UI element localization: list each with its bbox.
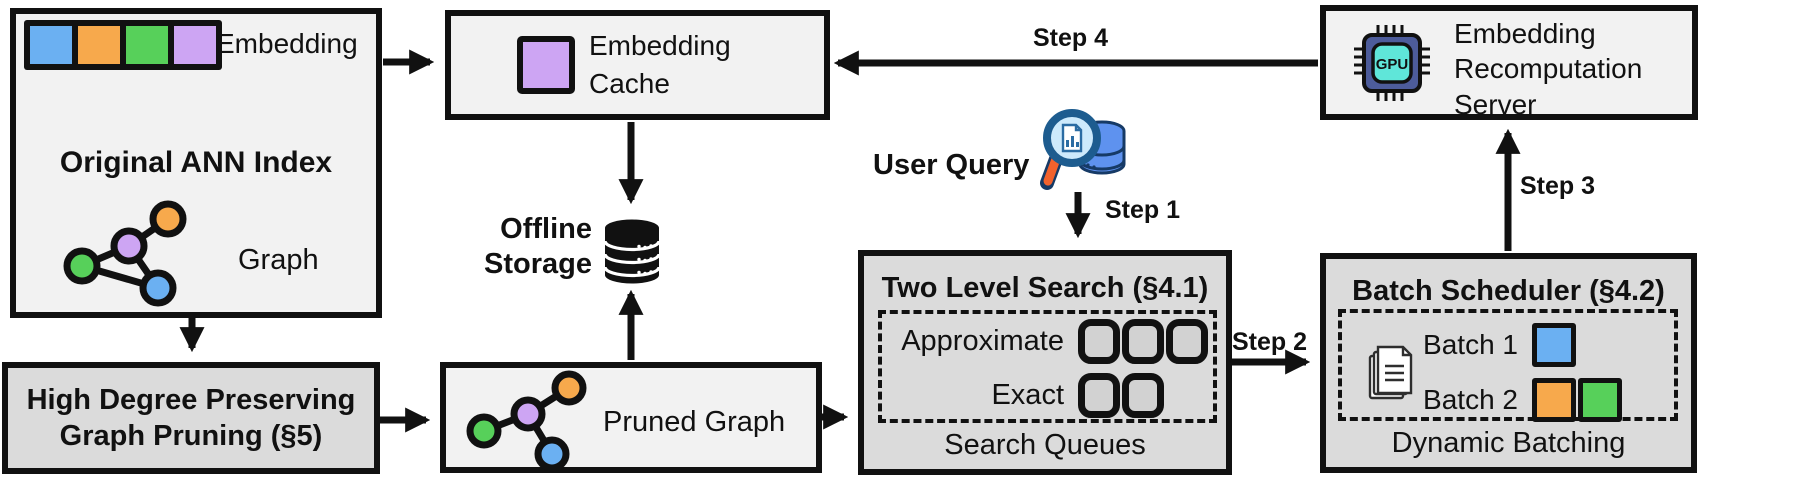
- cached-embedding-square: [517, 36, 575, 94]
- queue-slot: [1078, 373, 1120, 418]
- batch2-label: Batch 2: [1423, 384, 1518, 415]
- embedding-cache-line1: Embedding: [589, 30, 731, 61]
- recomputation-server-title: Embedding Recomputation Server: [1454, 16, 1642, 122]
- original-ann-index-box: Embedding Original ANN Index Graph: [10, 8, 382, 318]
- queue-slot: [1122, 373, 1164, 418]
- two-level-search-box: Two Level Search (§4.1) Approximate Exac…: [858, 250, 1232, 475]
- batch-scheduler-box: Batch Scheduler (§4.2) Batc: [1320, 253, 1697, 473]
- pruned-graph-box: Pruned Graph: [440, 362, 822, 473]
- user-query-label: User Query: [873, 149, 1030, 181]
- dynamic-batching-panel: Batch 1 Batch 2: [1338, 309, 1678, 422]
- pruned-graph-label: Pruned Graph: [603, 406, 786, 438]
- queue-slot: [1166, 319, 1208, 364]
- embedding-label: Embedding: [216, 28, 358, 59]
- embedding-cell-orange: [78, 26, 120, 64]
- batch1-blue-square: [1532, 323, 1576, 367]
- dynamic-batching-caption: Dynamic Batching: [1391, 426, 1626, 459]
- original-ann-index-title: Original ANN Index: [59, 146, 333, 179]
- two-level-search-title: Two Level Search (§4.1): [881, 272, 1209, 304]
- embedding-vector-strip: [24, 20, 222, 70]
- offline-storage-line2: Storage: [484, 247, 592, 280]
- search-queues-panel: Approximate Exact: [878, 310, 1217, 423]
- gpu-chip-icon: GPU: [1354, 25, 1430, 101]
- documents-stack-icon: [1368, 345, 1413, 399]
- batch1-squares: [1532, 323, 1674, 367]
- batch-scheduler-title: Batch Scheduler (§4.2): [1352, 275, 1665, 307]
- high-degree-pruning-line2: Graph Pruning (§5): [59, 420, 323, 452]
- high-degree-pruning-line1: High Degree Preserving: [26, 383, 356, 416]
- high-degree-pruning-box: High Degree Preserving Graph Pruning (§5…: [2, 362, 380, 474]
- step3-label: Step 3: [1520, 172, 1596, 200]
- queue-slot: [1078, 319, 1120, 364]
- search-queues-caption: Search Queues: [944, 428, 1146, 461]
- recomputation-server-box: GPU Embedding Recomputation Server: [1320, 5, 1698, 120]
- pruned-graph-icon: [466, 370, 587, 472]
- embedding-cache-line2: Cache: [589, 67, 670, 99]
- embedding-cache-title: Embedding Cache: [589, 27, 731, 103]
- batch2-green-square: [1578, 378, 1622, 422]
- high-degree-pruning-title: High Degree Preserving Graph Pruning (§5…: [27, 382, 356, 455]
- step4-label: Step 4: [1033, 24, 1109, 52]
- embedding-cell-green: [126, 26, 168, 64]
- batch1-label: Batch 1: [1423, 329, 1518, 360]
- step2-label: Step 2: [1232, 328, 1308, 356]
- recomputation-server-line2: Recomputation: [1454, 53, 1643, 85]
- user-query-icon: [1040, 109, 1126, 190]
- step1-label: Step 1: [1105, 196, 1181, 224]
- offline-storage-line1: Offline: [500, 213, 592, 245]
- exact-queues: [1078, 373, 1213, 418]
- batch2-orange-square: [1532, 378, 1576, 422]
- approximate-queues: [1078, 319, 1213, 364]
- batch2-squares: [1532, 378, 1674, 422]
- recomputation-server-line3: Server: [1454, 88, 1537, 120]
- recomputation-server-line1: Embedding: [1454, 18, 1596, 49]
- embedding-cache-box: Embedding Cache: [445, 10, 830, 120]
- offline-storage-label: Offline Storage: [420, 212, 592, 282]
- approximate-label: Approximate: [901, 325, 1064, 357]
- exact-label: Exact: [991, 379, 1064, 411]
- graph-label: Graph: [238, 244, 319, 276]
- queue-slot: [1122, 319, 1164, 364]
- embedding-cell-blue: [30, 26, 72, 64]
- offline-storage-database-icon: [603, 219, 661, 284]
- graph-icon: [63, 200, 187, 307]
- embedding-cell-purple: [174, 26, 216, 64]
- gpu-chip-label: GPU: [1376, 56, 1409, 73]
